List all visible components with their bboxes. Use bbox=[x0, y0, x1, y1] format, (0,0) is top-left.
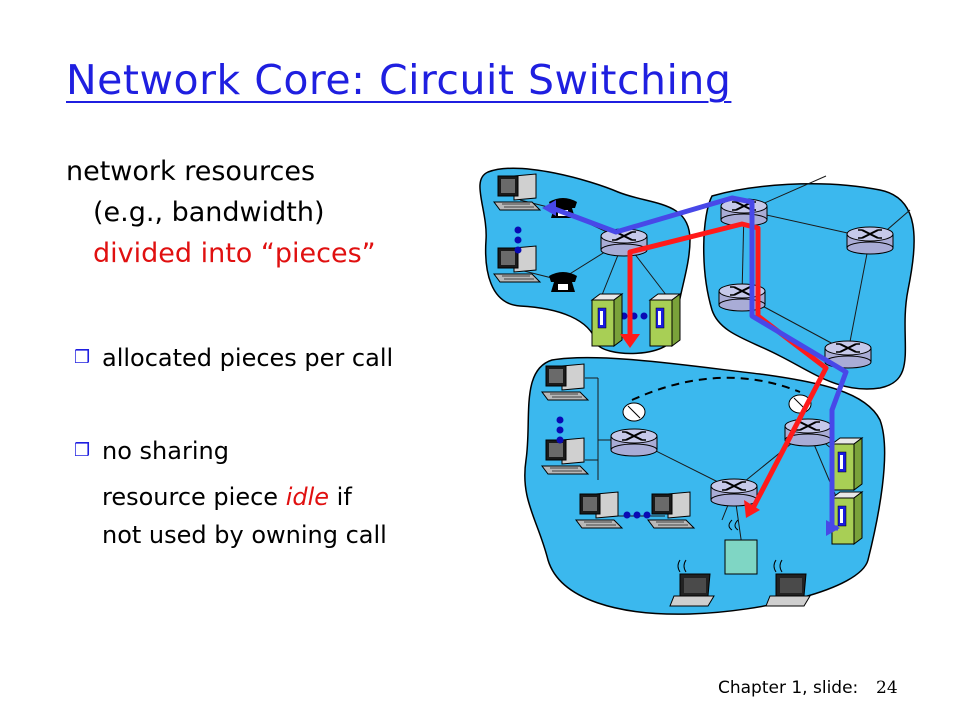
router-icon bbox=[710, 478, 758, 507]
desktop-computer-icon bbox=[575, 491, 623, 529]
sub-text-line-2: not used by owning call bbox=[102, 521, 387, 549]
red-arrow-head bbox=[620, 334, 640, 348]
network-diagram bbox=[479, 167, 915, 615]
bullet-allocated-pieces: allocated pieces per call bbox=[102, 344, 394, 372]
sub-text-pre: resource piece bbox=[102, 483, 286, 511]
footer-chapter-label: Chapter 1, slide: bbox=[718, 678, 859, 698]
slide-title: Network Core: Circuit Switching bbox=[66, 56, 732, 104]
blue-circuit-path bbox=[551, 195, 849, 531]
sub-text-line-1: resource piece idle if bbox=[102, 483, 352, 511]
server-icon bbox=[591, 293, 623, 347]
checkbox-bullet-icon: ❒ bbox=[74, 440, 91, 461]
router-icon bbox=[846, 226, 894, 255]
intro-line-1: network resources bbox=[66, 156, 316, 187]
telephone-icon bbox=[549, 272, 577, 292]
slide-number: 24 bbox=[876, 678, 898, 698]
checkbox-bullet-icon: ❒ bbox=[74, 347, 91, 368]
wireless-signal-icon bbox=[677, 519, 783, 573]
blue-arrow-head bbox=[826, 520, 840, 536]
satellite-dish-icon bbox=[622, 402, 646, 422]
desktop-computer-icon bbox=[647, 491, 695, 529]
satellite-link bbox=[631, 376, 801, 401]
red-circuit-path bbox=[627, 221, 829, 512]
red-arrow-head bbox=[744, 500, 760, 518]
intro-line-3: divided into “pieces” bbox=[93, 238, 376, 269]
network-cloud-left bbox=[479, 167, 691, 355]
blue-arrow-head bbox=[542, 200, 556, 216]
server-icon bbox=[831, 437, 863, 491]
sub-text-post: if bbox=[329, 483, 352, 511]
desktop-computer-icon bbox=[541, 437, 589, 475]
desktop-computer-icon bbox=[493, 173, 541, 211]
desktop-computer-icon bbox=[541, 363, 589, 401]
bullet-no-sharing: no sharing bbox=[102, 437, 229, 465]
server-icon bbox=[831, 491, 863, 545]
router-icon bbox=[610, 428, 658, 457]
intro-line-2: (e.g., bandwidth) bbox=[93, 197, 325, 228]
server-icon bbox=[649, 293, 681, 347]
wireless-access-point-icon bbox=[724, 539, 758, 575]
ellipsis-dots bbox=[514, 226, 651, 519]
idle-word: idle bbox=[285, 483, 330, 511]
